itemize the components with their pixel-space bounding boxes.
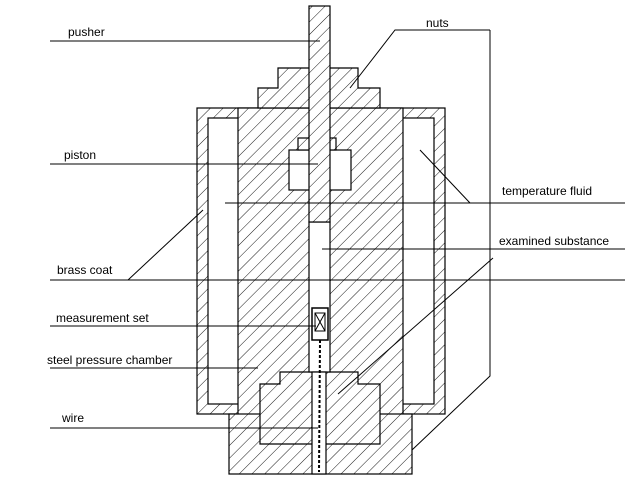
wire <box>318 339 321 473</box>
leader-brass-coat-diag <box>127 209 204 281</box>
measurement-set-inner <box>314 312 326 332</box>
substance-channel <box>308 221 331 373</box>
label-pusher: pusher <box>68 25 105 39</box>
leader-temperature-fluid-diag <box>419 149 471 204</box>
label-temperature-fluid: temperature fluid <box>502 184 593 198</box>
label-steel-pressure-chamber: steel pressure chamber <box>47 353 173 367</box>
label-wire: wire <box>62 411 85 425</box>
label-brass-coat: brass coat <box>57 263 113 277</box>
leader-examined-substance-diag <box>337 257 494 395</box>
leader-nuts-upper <box>349 29 490 89</box>
label-examined-substance: examined substance <box>499 234 610 248</box>
pusher-rod <box>308 5 331 223</box>
label-nuts: nuts <box>426 16 449 30</box>
label-piston: piston <box>64 148 97 162</box>
label-measurement-set: measurement set <box>56 311 149 325</box>
leader-nuts <box>411 30 491 451</box>
